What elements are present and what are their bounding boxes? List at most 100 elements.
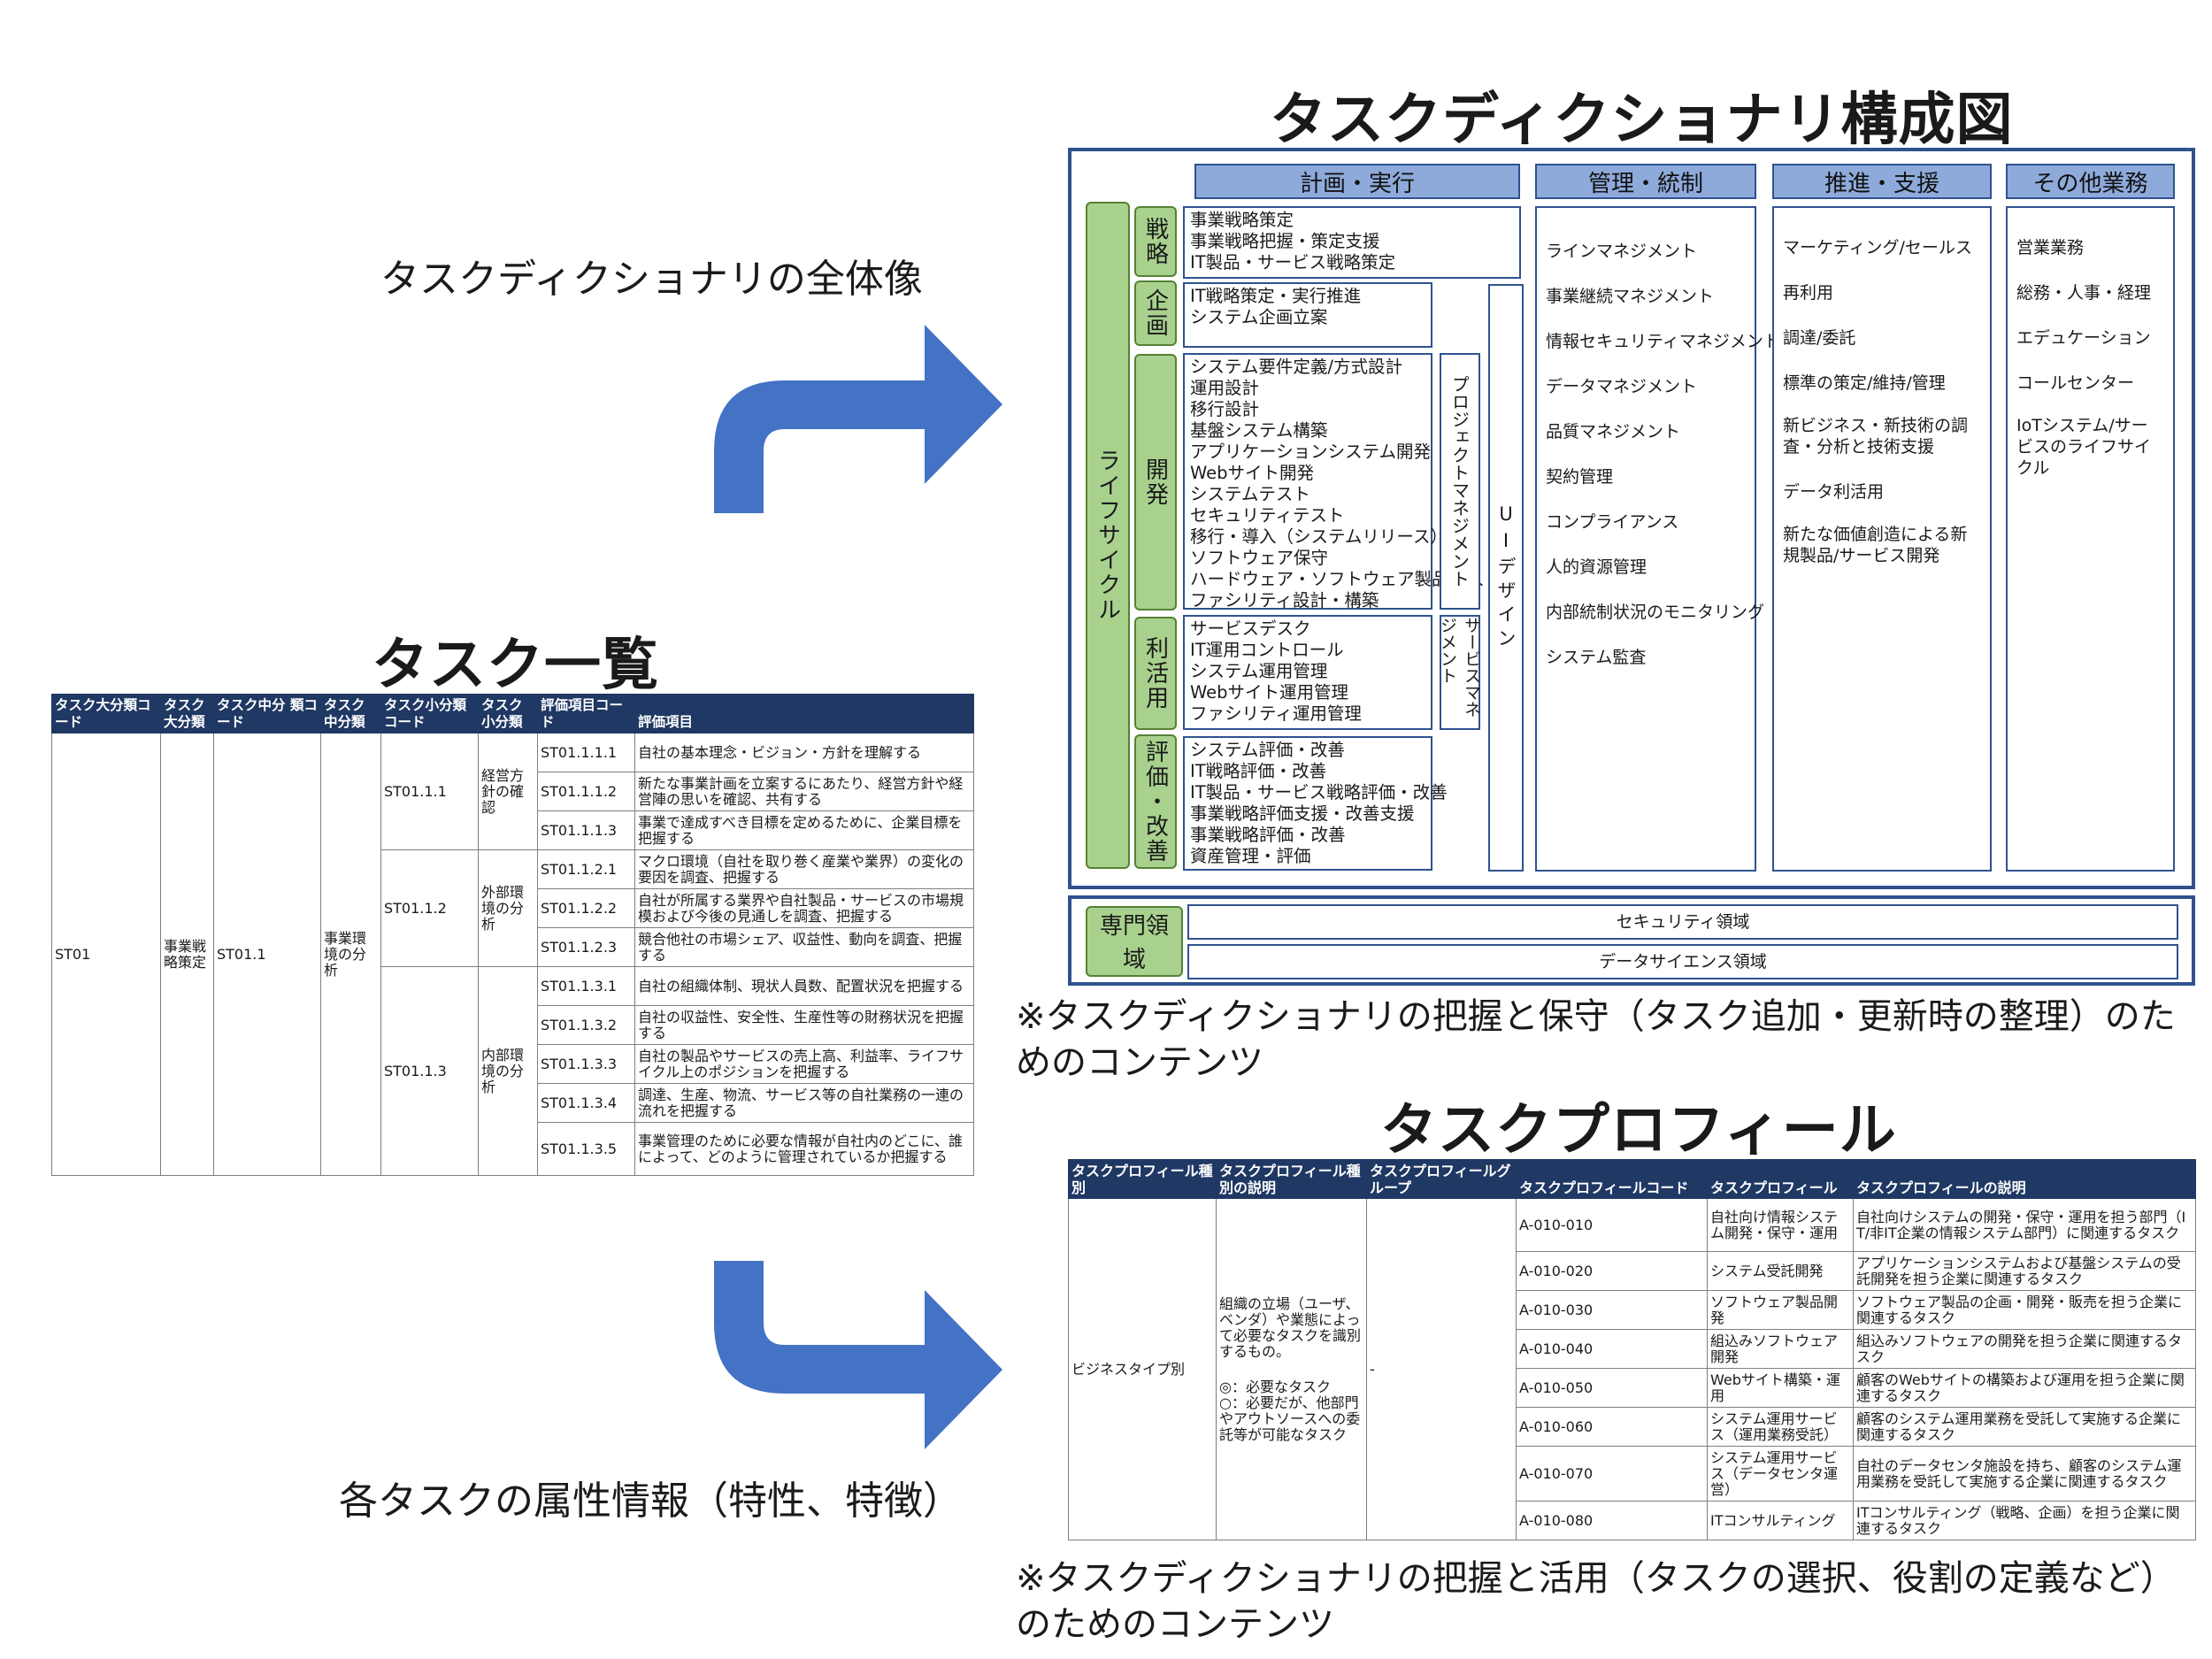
other-list: 営業業務 総務・人事・経理 エデュケーション コールセンター IoTシステム/サ… (2006, 206, 2175, 872)
item-text-cell: 事業で達成すべき目標を定めるために、企業目標を把握する (634, 810, 974, 850)
minor-cell: 外部環境の分析 (478, 849, 538, 967)
item-code-cell: ST01.1.3.3 (537, 1044, 635, 1084)
item-code-cell: ST01.1.3.2 (537, 1005, 635, 1045)
table-row: A-010-070 システム運用サービス（データセンタ運営） 自社のデータセンタ… (1069, 1446, 2196, 1502)
profile-text-cell: ITコンサルティング（戦略、企画）を担う企業に関連するタスク (1853, 1501, 2196, 1540)
table-row: ST01.1.2.2 自社が所属する業界や自社製品・サービスの市場規模および今後… (52, 888, 974, 928)
arrow-down-right-icon (714, 1261, 1002, 1449)
promote-item: データ利活用 (1783, 482, 1885, 502)
item: IT運用コントロール (1190, 640, 1344, 660)
promote-item: 調達/委託 (1783, 328, 1856, 348)
phase-items-planning: IT戦略策定・実行推進 システム企画立案 (1183, 282, 1432, 348)
item-text-cell: 新たな事業計画を立案するにあたり、経営方針や経営陣の思いを確認、共有する (634, 772, 974, 811)
table-row: ST01.1.3.5 事業管理のために必要な情報が自社内のどこに、誰によって、ど… (52, 1122, 974, 1176)
structure-title: タスクディクショナリ構成図 (1270, 88, 2014, 153)
other-item: コールセンター (2016, 373, 2135, 393)
col-header: タスク小分類コード (380, 694, 479, 733)
item: システム運用管理 (1190, 661, 1328, 681)
col-header: タスクプロフィール (1707, 1159, 1854, 1199)
lifecycle-label: ライフサイクル (1086, 202, 1130, 869)
middle-code-cell: ST01.1 (213, 733, 321, 1176)
item-text-cell: 競合他社の市場シェア、収益性、動向を調査、把握する (634, 927, 974, 967)
task-list-table: タスク大分類コード タスク大分類 タスク中分 類コード タスク中分類 タスク小分… (51, 694, 974, 1176)
data-science-domain: データサイエンス領域 (1187, 944, 2178, 979)
item: Webサイト運用管理 (1190, 682, 1349, 703)
phase-label-development: 開発 (1134, 354, 1177, 611)
item-text-cell: 自社の製品やサービスの売上高、利益率、ライフサイクル上のポジションを把握する (634, 1044, 974, 1084)
profile-note: ※タスクディクショナリの把握と活用（タスクの選択、役割の定義など）のためのコンテ… (1016, 1558, 2158, 1645)
item: アプリケーションシステム開発 (1190, 442, 1432, 462)
col-header: タスクプロフィール種別 (1068, 1159, 1217, 1199)
arrow-up-right-icon (714, 325, 1002, 513)
minor-code-cell: ST01.1.3 (380, 966, 479, 1176)
profile-code-cell: A-010-050 (1516, 1368, 1708, 1408)
profile-name-cell: システム運用サービス（運用業務受託） (1707, 1407, 1854, 1447)
item: 資産管理・評価 (1190, 846, 1311, 866)
item: IT製品・サービス戦略策定 (1190, 252, 1396, 273)
table-row: ビジネスタイプ別 組織の立場（ユーザ、ベンダ）や業態によって必要なタスクを識別す… (1068, 1198, 2196, 1540)
major-cell: 事業戦略策定 (160, 733, 214, 1176)
col-header: タスク中分類 (320, 694, 381, 733)
phase-items-development: システム要件定義/方式設計 運用設計 移行設計 基盤システム構築 アプリケーショ… (1183, 353, 1484, 611)
profile-name-cell: 組込みソフトウェア開発 (1707, 1329, 1854, 1369)
ui-design-box: UIデザイン (1488, 284, 1524, 872)
item: 事業戦略評価・改善 (1190, 825, 1346, 845)
item: 事業戦略評価支援・改善支援 (1190, 803, 1415, 824)
minor-code-cell: ST01.1.2 (380, 849, 479, 967)
profile-code-cell: A-010-010 (1516, 1198, 1708, 1252)
table-row: ST01.1.1.2 新たな事業計画を立案するにあたり、経営方針や経営陣の思いを… (52, 772, 974, 811)
attributes-caption: 各タスクの属性情報（特性、特徴） (339, 1479, 962, 1524)
profile-code-cell: A-010-030 (1516, 1290, 1708, 1330)
profile-text-cell: 自社のデータセンタ施設を持ち、顧客のシステム運用業務を受託して実施する企業に関連… (1853, 1446, 2196, 1502)
item-code-cell: ST01.1.3.4 (537, 1083, 635, 1123)
profile-group-cell: - (1366, 1198, 1517, 1540)
profile-table: タスクプロフィール種別 タスクプロフィール種別の説明 タスクプロフィールグループ… (1068, 1159, 2196, 1540)
profile-text-cell: 自社向けシステムの開発・保守・運用を担う部門（IT/非IT企業の情報システム部門… (1853, 1198, 2196, 1252)
item: IT戦略評価・改善 (1190, 761, 1327, 781)
item: IT製品・サービス戦略評価・改善 (1190, 782, 1448, 803)
item: 運用設計 (1190, 378, 1260, 398)
security-domain: セキュリティ領域 (1187, 904, 2178, 940)
profile-type-cell: ビジネスタイプ別 (1068, 1198, 1217, 1540)
project-management-box: プロジェクトマネジメント (1440, 353, 1480, 610)
manage-item: 人的資源管理 (1546, 557, 1647, 577)
profile-desc-cell: 組織の立場（ユーザ、ベンダ）や業態によって必要なタスクを識別するもの。 ◎：必要… (1216, 1198, 1367, 1540)
manage-item: データマネジメント (1546, 377, 1698, 396)
table-row: A-010-050 Webサイト構築・運用 顧客のWebサイトの構築および運用を… (1069, 1368, 2196, 1408)
table-row: A-010-020 システム受託開発 アプリケーションシステムおよび基盤システム… (1069, 1251, 2196, 1291)
phase-items-evaluation: システム評価・改善 IT戦略評価・改善 IT製品・サービス戦略評価・改善 事業戦… (1183, 736, 1448, 871)
phase-label-evaluation: 評価・改善 (1134, 734, 1177, 869)
item: ハードウェア・ソフトウェア製品導入 (1190, 569, 1484, 589)
col-header: タスク小分類 (478, 694, 538, 733)
manage-item: 内部統制状況のモニタリング (1546, 603, 1765, 622)
promote-item: マーケティング/セールス (1783, 238, 1972, 257)
item-text-cell: 自社の基本理念・ビジョン・方針を理解する (634, 733, 974, 772)
manage-list: ラインマネジメント 事業継続マネジメント 情報セキュリティマネジメント データマ… (1535, 206, 1780, 872)
promote-item: 再利用 (1783, 283, 1834, 303)
phase-label-operation: 利活用 (1134, 617, 1177, 730)
profile-code-cell: A-010-070 (1516, 1446, 1708, 1502)
structure-note: ※タスクディクショナリの把握と保守（タスク追加・更新時の整理）のためのコンテンツ (1016, 996, 2176, 1083)
item-code-cell: ST01.1.2.2 (537, 888, 635, 928)
manage-item: 事業継続マネジメント (1546, 287, 1715, 306)
table-row: A-010-040 組込みソフトウェア開発 組込みソフトウェアの開発を担う企業に… (1069, 1329, 2196, 1369)
item-code-cell: ST01.1.3.5 (537, 1122, 635, 1176)
minor-cell: 経営方針の確認 (478, 733, 538, 850)
profile-text-cell: ソフトウェア製品の企画・開発・販売を担う企業に関連するタスク (1853, 1290, 2196, 1330)
other-item: IoTシステム/サービスのライフサイクル (2016, 416, 2152, 478)
item: 事業戦略把握・策定支援 (1190, 231, 1380, 251)
col-header: タスクプロフィールグループ (1366, 1159, 1517, 1199)
col-header: タスクプロフィールの説明 (1853, 1159, 2196, 1199)
specialty-label: 専門領域 (1086, 906, 1183, 977)
header-plan: 計画・実行 (1194, 164, 1520, 199)
profile-text-cell: 顧客のWebサイトの構築および運用を担う企業に関連するタスク (1853, 1368, 2196, 1408)
table-row: ST01.1.2 外部環境の分析 ST01.1.2.1 マクロ環境（自社を取り巻… (52, 849, 974, 967)
item-code-cell: ST01.1.3.1 (537, 966, 635, 1006)
other-item: エデュケーション (2016, 328, 2151, 348)
major-code-cell: ST01 (51, 733, 161, 1176)
profile-title: タスクプロフィール (1380, 1098, 1897, 1164)
promote-list: マーケティング/セールス 再利用 調達/委託 標準の策定/維持/管理 新ビジネス… (1772, 206, 1992, 872)
table-row: A-010-080 ITコンサルティング ITコンサルティング（戦略、企画）を担… (1069, 1501, 2196, 1540)
table-row: ST01.1.3.4 調達、生産、物流、サービス等の自社業務の一連の流れを把握す… (52, 1083, 974, 1123)
item: IT戦略策定・実行推進 (1190, 286, 1362, 306)
